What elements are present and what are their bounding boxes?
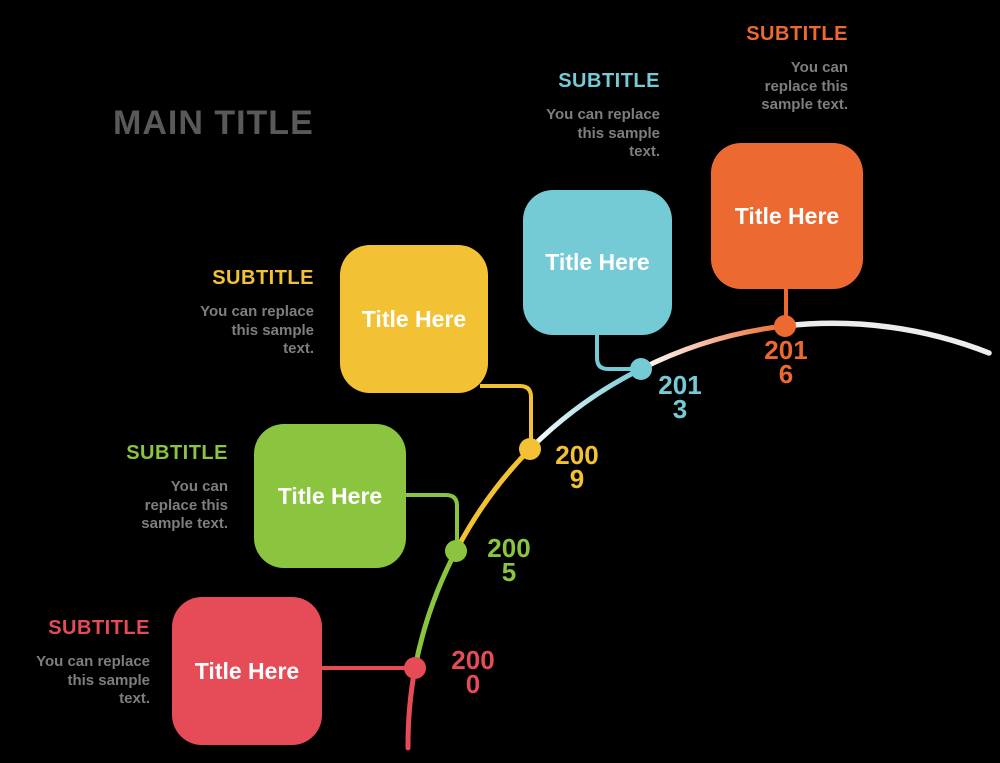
title-box-label: Title Here [734, 202, 840, 229]
title-box-label: Title Here [545, 249, 650, 275]
timeline-dot-2005 [445, 540, 467, 562]
body-text: You can replace this sample text. [200, 303, 314, 357]
timeline-dot-2000 [404, 657, 426, 679]
item-2009-year-label: 200 9 [555, 440, 599, 494]
item-2005-title-box: Title Here [254, 424, 406, 568]
item-2013-title-box: Title Here [523, 190, 672, 335]
body-text: You can replace this sample text. [546, 106, 660, 160]
connector-2009 [480, 384, 533, 444]
subtitle-label: SUBTITLE [48, 617, 150, 639]
timeline-dot-2013 [630, 358, 652, 380]
curve-segment-2016 [638, 323, 788, 372]
item-2000-year-label: 200 0 [451, 645, 495, 699]
item-2009-label-group: SUBTITLE You can replace this sample tex… [124, 267, 314, 359]
curve-trail [782, 320, 992, 356]
connector-2005 [406, 493, 459, 546]
item-2016-label-group: SUBTITLE You can replace this sample tex… [658, 23, 848, 115]
body-text: You can replace this sample text. [761, 59, 848, 113]
item-2000-label-group: SUBTITLE You can replace this sample tex… [0, 617, 150, 709]
item-2016-year-label: 201 6 [764, 335, 808, 389]
item-2013-year-label: 201 3 [658, 370, 702, 424]
title-box-label: Title Here [361, 305, 467, 332]
timeline-dot-2016 [774, 315, 796, 337]
item-2000-title-box: Title Here [172, 597, 322, 745]
item-2009-title-box: Title Here [340, 245, 488, 393]
curve-segment-2000 [405, 665, 418, 751]
item-2005-year-label: 200 5 [487, 533, 531, 587]
item-2005-label-group: SUBTITLE You can replace this sample tex… [38, 442, 228, 534]
subtitle-label: SUBTITLE [212, 267, 314, 289]
title-box-label: Title Here [194, 657, 300, 684]
timeline-dot-2009 [519, 438, 541, 460]
title-box-label: Title Here [277, 482, 383, 509]
subtitle-label: SUBTITLE [558, 70, 660, 92]
body-text: You can replace this sample text. [141, 478, 228, 532]
main-title: MAIN TITLE [113, 104, 314, 142]
connector-2013 [595, 334, 637, 371]
subtitle-label: SUBTITLE [746, 23, 848, 45]
body-text: You can replace this sample text. [36, 653, 150, 707]
item-2013-label-group: SUBTITLE You can replace this sample tex… [470, 70, 660, 162]
curve-segment-2013 [528, 366, 644, 451]
subtitle-label: SUBTITLE [126, 442, 228, 464]
item-2016-title-box: Title Here [711, 143, 863, 289]
